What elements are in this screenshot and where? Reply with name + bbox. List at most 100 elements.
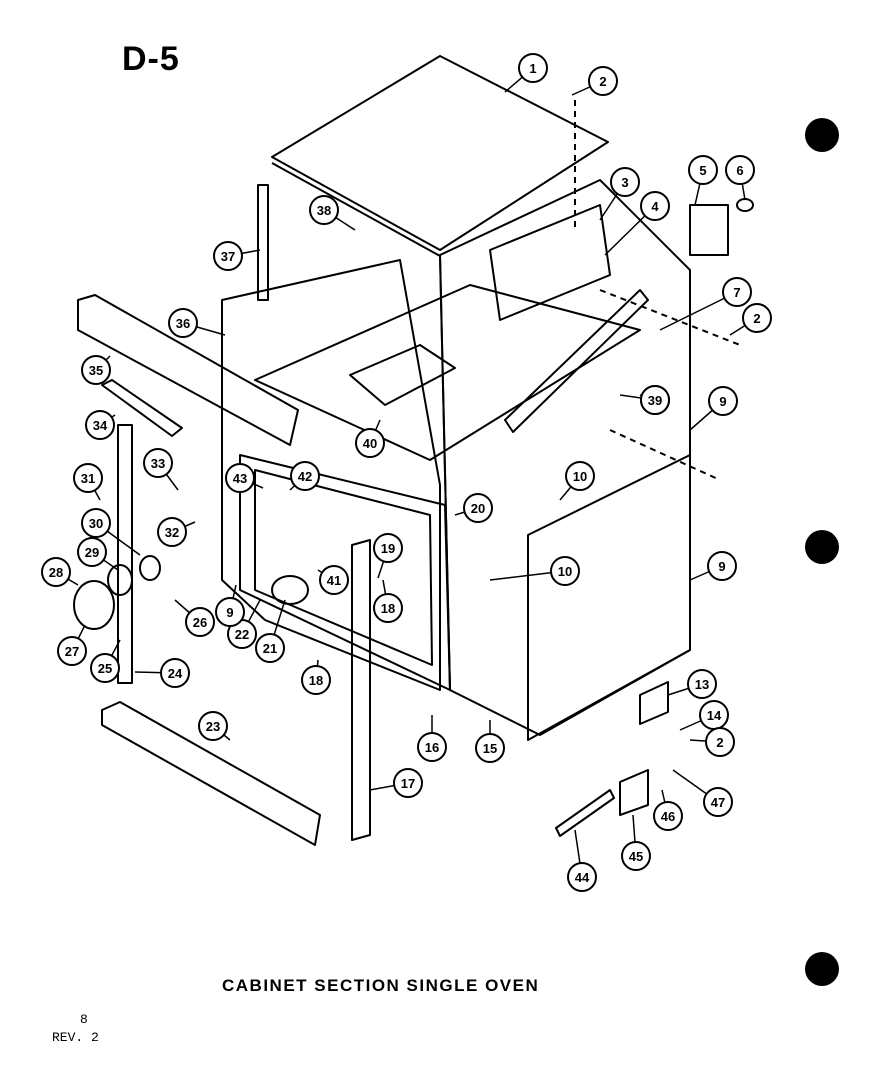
callout-number: 2 [716, 735, 723, 750]
callout-34: 34 [85, 410, 116, 440]
top-panel [271, 55, 609, 251]
callout-46: 46 [653, 789, 683, 831]
callout-number: 23 [206, 719, 220, 734]
callout-37: 37 [213, 241, 261, 271]
callout-number: 35 [89, 363, 103, 378]
callout-3: 3 [599, 167, 640, 221]
binder-hole-icon [805, 530, 839, 564]
callout-28: 28 [41, 557, 79, 587]
callout-balloon [81, 355, 111, 385]
callout-balloon [373, 593, 403, 623]
callout-balloon [160, 658, 190, 688]
cabinet-back [439, 179, 691, 736]
callout-balloon [73, 463, 103, 493]
callout-balloon [742, 303, 772, 333]
callout-27: 27 [57, 624, 87, 666]
callout-5: 5 [688, 155, 718, 206]
callout-balloon [550, 556, 580, 586]
callout-number: 27 [65, 644, 79, 659]
callout-balloon [725, 155, 755, 185]
callout-25: 25 [90, 639, 121, 683]
callout-balloon [463, 493, 493, 523]
callout-4: 4 [604, 191, 670, 256]
callout-number: 9 [718, 559, 725, 574]
callout-21: 21 [255, 599, 286, 663]
callout-balloon [77, 537, 107, 567]
callout-number: 24 [168, 666, 183, 681]
callout-balloon [688, 155, 718, 185]
front-frame [239, 454, 451, 691]
callout-balloon [707, 551, 737, 581]
callout-balloon [708, 386, 738, 416]
callout-1: 1 [504, 53, 548, 93]
callout-number: 40 [363, 436, 377, 451]
callout-number: 46 [661, 809, 675, 824]
left-side-panel [221, 259, 441, 691]
callout-38: 38 [309, 195, 356, 231]
callout-10: 10 [559, 461, 595, 501]
callout-balloon [57, 636, 87, 666]
callout-balloon [85, 410, 115, 440]
callout-balloon [290, 461, 320, 491]
callout-number: 4 [651, 199, 659, 214]
callout-43: 43 [225, 463, 264, 493]
callout-balloon [319, 565, 349, 595]
callout-2: 2 [729, 303, 772, 336]
bottom-rail [101, 701, 321, 846]
callout-32: 32 [157, 517, 196, 547]
callout-number: 25 [98, 661, 112, 676]
callout-number: 19 [381, 541, 395, 556]
callout-number: 1 [529, 61, 536, 76]
diagonal-brace [504, 289, 649, 433]
callout-balloon [81, 508, 111, 538]
callout-balloon [168, 308, 198, 338]
callout-number: 33 [151, 456, 165, 471]
callout-16: 16 [417, 715, 447, 762]
callout-balloon [588, 66, 618, 96]
callout-balloon [41, 557, 71, 587]
callout-balloon [393, 768, 423, 798]
callout-balloon [518, 53, 548, 83]
callout-balloon [705, 727, 735, 757]
front-rail [77, 294, 299, 446]
callout-balloon [475, 733, 505, 763]
revision-label: REV. 2 [52, 1030, 99, 1045]
callout-number: 42 [298, 469, 312, 484]
callout-balloon [610, 167, 640, 197]
burner-box [349, 344, 456, 406]
callout-10: 10 [489, 556, 580, 586]
callout-balloon [567, 862, 597, 892]
front-upright [351, 539, 371, 841]
callout-balloon [621, 841, 651, 871]
callout-number: 43 [233, 471, 247, 486]
callout-number: 6 [736, 163, 743, 178]
callout-number: 21 [263, 641, 277, 656]
callout-number: 16 [425, 740, 439, 755]
callout-47: 47 [672, 769, 733, 817]
callout-number: 5 [699, 163, 706, 178]
callout-number: 22 [235, 627, 249, 642]
callout-19: 19 [373, 533, 403, 579]
callout-24: 24 [134, 658, 190, 688]
callout-number: 41 [327, 573, 341, 588]
callout-31: 31 [73, 463, 103, 501]
callout-number: 32 [165, 525, 179, 540]
callout-balloon [185, 607, 215, 637]
callout-9: 9 [689, 551, 737, 581]
back-frame [489, 204, 611, 321]
door-panel [527, 454, 691, 741]
callout-40: 40 [355, 419, 385, 458]
callout-2: 2 [689, 727, 735, 757]
callout-20: 20 [454, 493, 493, 523]
callout-15: 15 [475, 720, 505, 763]
callout-33: 33 [143, 448, 179, 491]
binder-hole-icon [805, 952, 839, 986]
callout-balloon [640, 385, 670, 415]
diagram-caption: CABINET SECTION SINGLE OVEN [222, 976, 540, 995]
callout-number: 20 [471, 501, 485, 516]
callout-number: 15 [483, 741, 497, 756]
callout-layer: 1234567238910201091314247464544151617181… [41, 53, 772, 892]
callout-balloon [653, 801, 683, 831]
callout-number: 47 [711, 795, 725, 810]
